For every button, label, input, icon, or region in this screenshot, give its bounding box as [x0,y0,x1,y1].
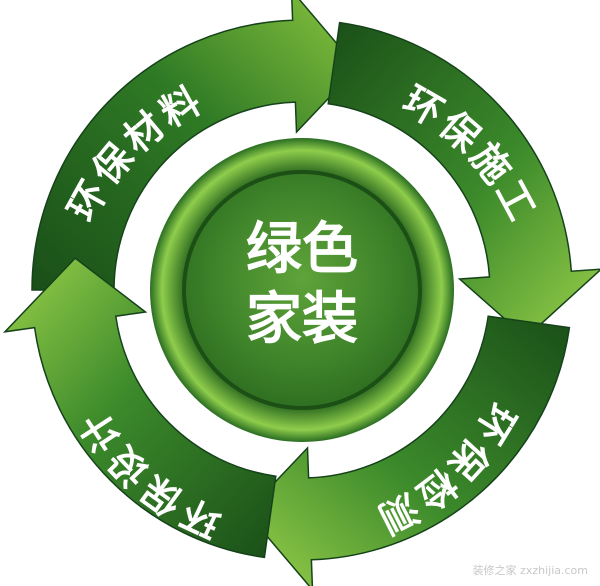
center-title-line2: 家装 [246,287,358,352]
arrow-inspection [245,315,571,586]
arrow-construction [327,21,600,339]
center-title-line1: 绿色 [246,217,358,282]
center-disc: 绿色 家装 [150,138,454,442]
arrow-design [2,257,277,559]
watermark: 装修之家 zxzhijia.com [472,564,588,577]
arrow-materials [31,0,359,291]
